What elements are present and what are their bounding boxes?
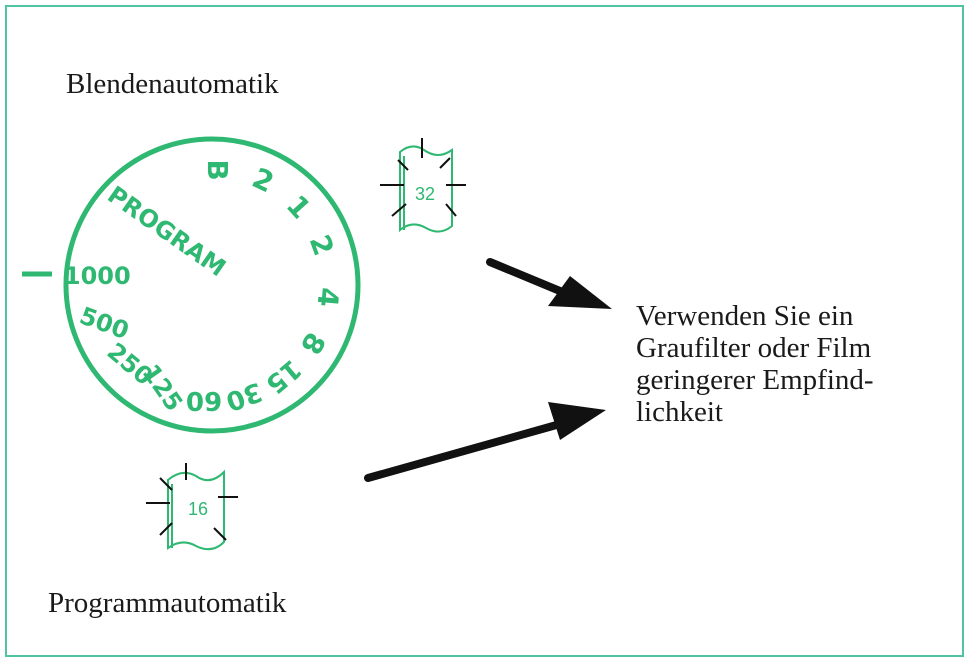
dial-speed-10: 1 [280,189,318,226]
dial-speed-6: 15 [260,353,307,399]
dial-speed-4: 60 [186,385,222,415]
note-line-1: Verwenden Sie ein [636,300,854,332]
dial-ring [63,136,361,434]
note-line-2: Graufilter oder Film [636,332,872,364]
dial-speed-1: 500 [76,302,133,345]
label-blendenautomatik: Blendenautomatik [66,68,279,100]
dial-speed-12: B [201,159,234,180]
dial-speed-0: 1000 [64,262,131,290]
dial-speed-11: 2 [247,161,279,199]
frame-border [5,5,964,657]
display-top-value: 32 [415,184,435,204]
dial-speed-8: 4 [311,286,346,308]
display-top-flash-icon [380,138,466,217]
arrow-bottom [364,402,606,482]
display-bottom-flash-icon [146,463,238,541]
dial-speed-7: 8 [294,327,332,360]
note-text: Verwenden Sie ein Graufilter oder Film g… [636,300,874,428]
display-top-window [399,145,453,233]
arrow-top [486,258,612,309]
note-line-3: geringerer Empfind- [636,364,874,396]
dial-speed-9: 2 [303,230,341,260]
display-top: 32 [380,138,466,233]
display-bottom-window [167,469,225,551]
dial-speed-5: 30 [222,376,266,417]
display-bottom: 16 [146,463,238,551]
note-line-4: lichkeit [636,396,723,428]
display-bottom-value: 16 [188,499,208,519]
label-programmautomatik: Programmautomatik [48,587,287,619]
